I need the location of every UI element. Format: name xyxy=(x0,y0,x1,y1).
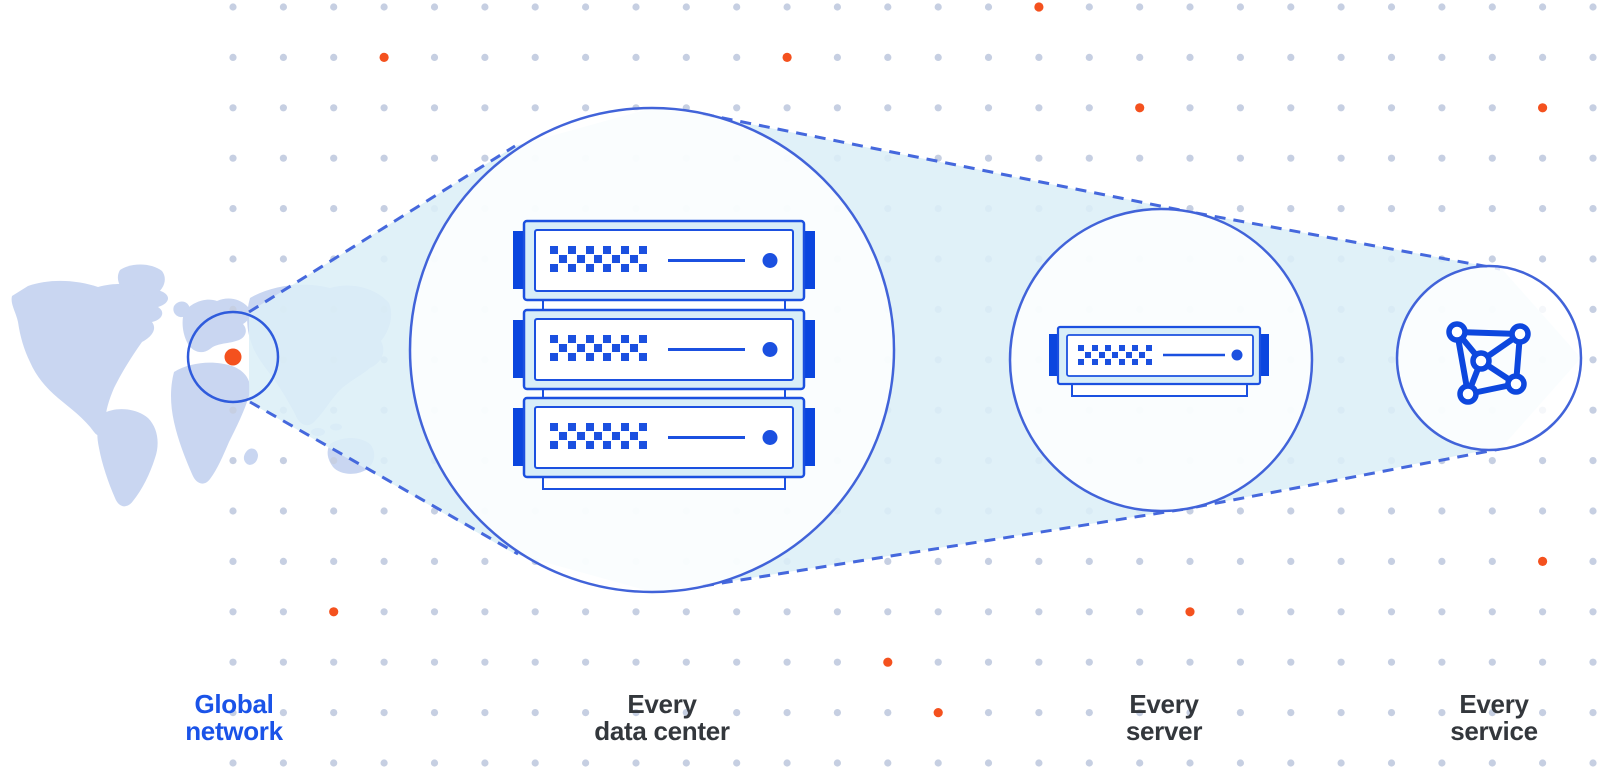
stage-label-every-server: Every server xyxy=(1024,691,1304,745)
north-america xyxy=(11,280,169,436)
stage-label-line: Every xyxy=(627,689,697,719)
stage-label-line: Every xyxy=(1129,689,1199,719)
rack-unit-3 xyxy=(511,396,817,479)
africa xyxy=(171,362,251,484)
british-isles xyxy=(173,301,190,318)
stage-label-line: service xyxy=(1450,716,1538,746)
map-region-circle xyxy=(186,310,280,404)
europe xyxy=(182,298,251,353)
server-icon xyxy=(1049,325,1269,397)
rack-unit-1 xyxy=(511,219,817,302)
stage-label-global-network: Global network xyxy=(94,691,374,745)
stage-label-every-service: Every service xyxy=(1354,691,1620,745)
cone-dashed-edges xyxy=(248,112,1501,588)
stage-label-line: Every xyxy=(1459,689,1529,719)
stage-label-line: network xyxy=(185,716,283,746)
rack-unit-2 xyxy=(511,308,817,391)
stage-label-line: data center xyxy=(594,716,730,746)
madagascar xyxy=(243,448,258,465)
stage-label-line: Global xyxy=(194,689,274,719)
greenland xyxy=(117,264,165,297)
map-location-orange-dot xyxy=(224,348,242,366)
server-rack-icon xyxy=(511,219,817,490)
south-america xyxy=(97,409,158,507)
stage-label-every-data-center: Every data center xyxy=(522,691,802,745)
stage-label-line: server xyxy=(1125,716,1203,746)
network-graph-icon xyxy=(1446,321,1531,405)
